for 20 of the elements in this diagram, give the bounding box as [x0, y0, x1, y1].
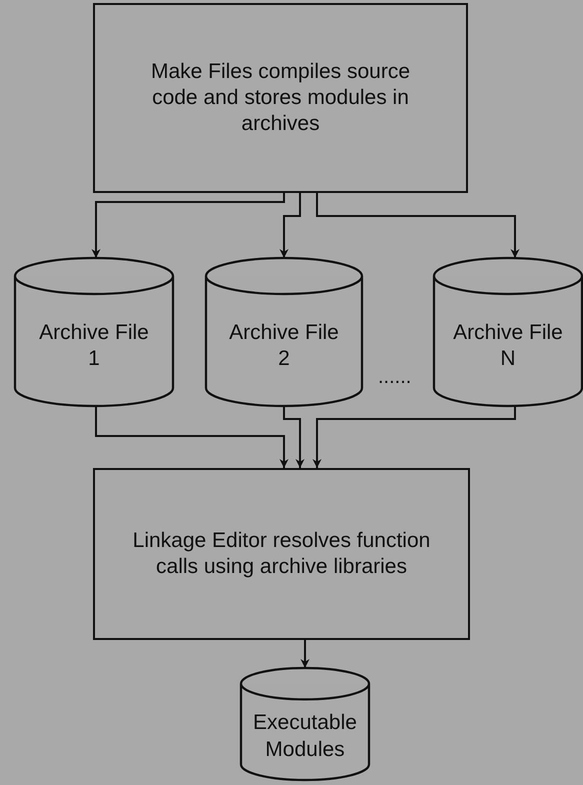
storage-cylinder — [433, 258, 583, 406]
storage-cylinder — [240, 668, 370, 780]
node-label: Archive File 2 — [228, 320, 340, 372]
node-label: Linkage Editor resolves function calls using archive libraries — [132, 528, 432, 580]
arrow — [92, 193, 285, 258]
arrow — [316, 193, 520, 258]
arrow — [95, 406, 288, 468]
storage-cylinder — [14, 258, 174, 406]
node-label: Make Files compiles source code and stores modules in archives — [150, 58, 412, 138]
ellipsis-label: ...... — [378, 366, 412, 389]
storage-cylinder — [205, 258, 363, 406]
node-label: Executable Modules — [252, 710, 358, 763]
arrow — [283, 406, 304, 468]
arrow — [300, 640, 310, 668]
node-label: Archive File N — [452, 320, 564, 372]
arrow — [312, 406, 516, 468]
arrow — [280, 193, 301, 258]
process-box — [93, 3, 468, 193]
process-box — [93, 468, 470, 640]
node-label: Archive File 1 — [38, 320, 150, 372]
